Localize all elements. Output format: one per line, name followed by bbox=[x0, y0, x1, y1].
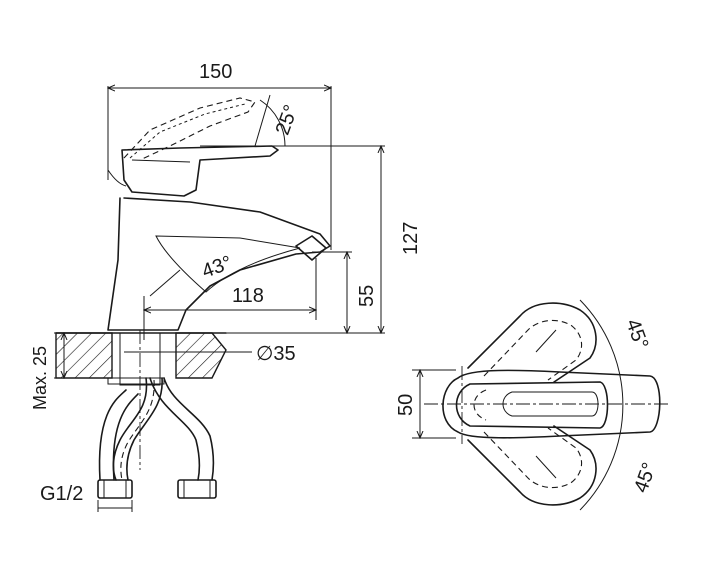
swivel-arc bbox=[579, 299, 624, 511]
spout-reach-label: 118 bbox=[232, 285, 264, 307]
max-thickness-label: Max. 25 bbox=[30, 346, 50, 410]
thread-label: G1/2 bbox=[40, 483, 83, 505]
dimension-spout-reach: 118 bbox=[144, 258, 316, 340]
countertop-section bbox=[55, 332, 227, 379]
front-view: 150 25° 127 bbox=[30, 61, 422, 512]
dimension-spout-height: 55 bbox=[312, 252, 378, 333]
top-view: 50 45° 45° bbox=[395, 299, 668, 511]
spout-angle-label: 43° bbox=[199, 252, 235, 283]
mounting-stud bbox=[107, 330, 165, 470]
hose-fitting-left bbox=[97, 479, 133, 499]
swivel-angle-top-label: 45° bbox=[621, 316, 652, 352]
handle-raised-outline bbox=[123, 94, 271, 161]
width-label: 150 bbox=[199, 61, 232, 83]
dimension-width: 150 bbox=[108, 61, 331, 250]
dimension-hole-diameter: ∅35 bbox=[124, 343, 296, 365]
hose-fitting-right bbox=[177, 479, 217, 499]
dimension-thread: G1/2 bbox=[40, 483, 133, 512]
spout-angle-dimension: 43° bbox=[149, 252, 235, 297]
dimension-height: 127 bbox=[185, 146, 422, 333]
swivel-angle-bottom-label: 45° bbox=[630, 460, 661, 496]
dimension-body-width: 50 bbox=[395, 370, 456, 438]
faucet-body bbox=[107, 197, 331, 331]
hole-diameter-label: ∅35 bbox=[256, 343, 296, 365]
dimension-max-thickness: Max. 25 bbox=[30, 333, 68, 410]
handle-upper-position bbox=[467, 302, 597, 383]
body-width-label: 50 bbox=[395, 394, 417, 416]
lever-handle bbox=[107, 145, 279, 197]
height-label: 127 bbox=[400, 222, 422, 255]
faucet-body-top bbox=[442, 369, 661, 439]
flexible-hoses bbox=[98, 377, 215, 481]
spout-height-label: 55 bbox=[356, 285, 378, 307]
handle-angle-label: 25° bbox=[272, 102, 303, 138]
handle-lower-position bbox=[467, 425, 597, 506]
